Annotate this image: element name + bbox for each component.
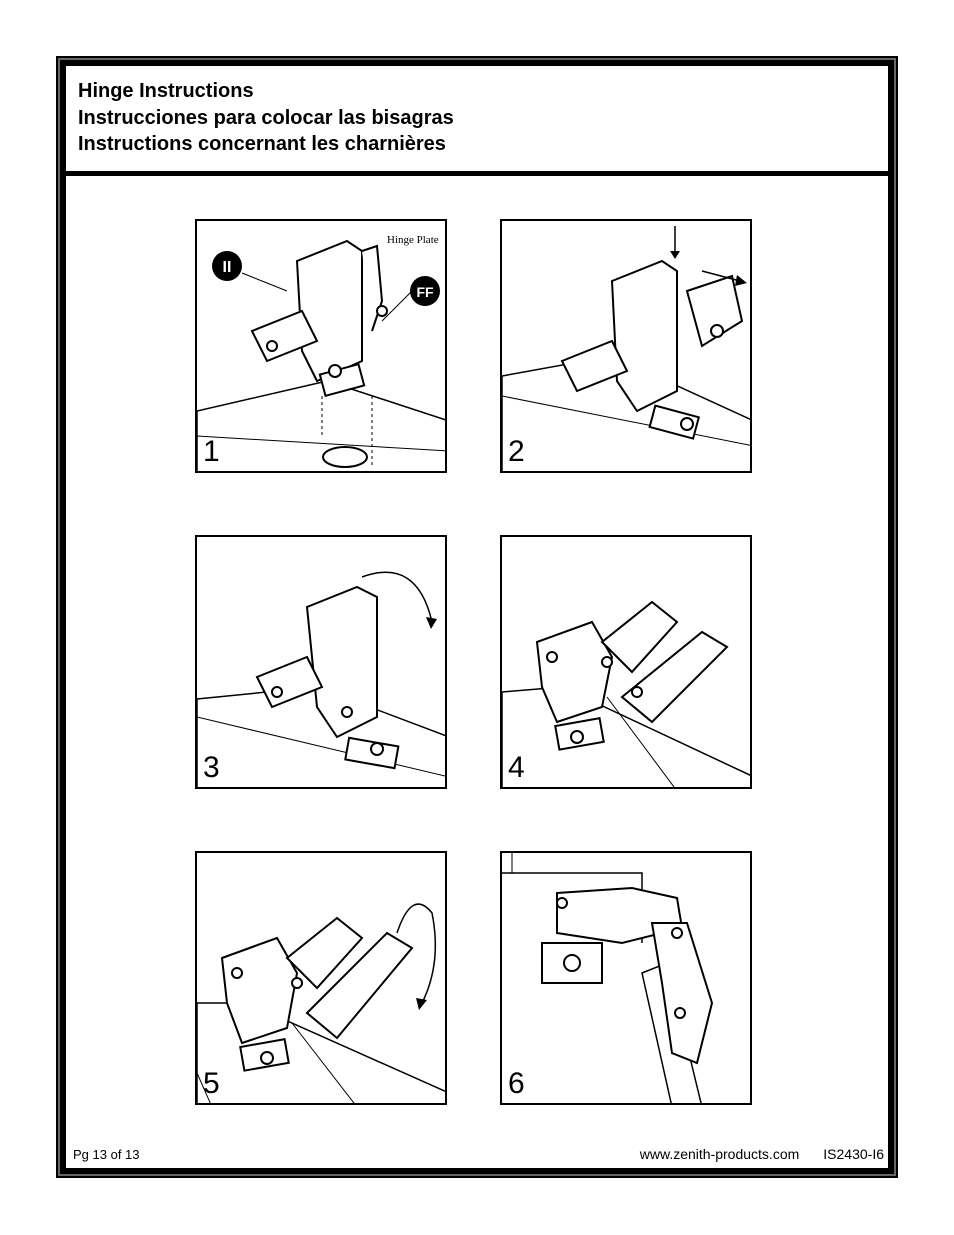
- page-frame: Hinge Instructions Instrucciones para co…: [56, 56, 898, 1178]
- step-5-panel: 5: [195, 851, 447, 1105]
- title-block: Hinge Instructions Instrucciones para co…: [78, 78, 454, 158]
- step-6-illustration: [502, 853, 714, 1103]
- step-5-illustration: [197, 903, 445, 1103]
- document-code: IS2430-I6: [823, 1146, 884, 1162]
- step-4-number: 4: [508, 751, 525, 784]
- step-2-illustration: [502, 226, 750, 471]
- step-5-number: 5: [203, 1067, 220, 1100]
- step-3-illustration: [197, 571, 445, 787]
- step-1-number: 1: [203, 435, 220, 468]
- step-6-panel: 6: [500, 851, 752, 1105]
- title-spanish: Instrucciones para colocar las bisagras: [78, 106, 454, 129]
- step-2-number: 2: [508, 435, 525, 468]
- hinge-plate-callout: Hinge Plate: [387, 234, 439, 246]
- step-1-panel: II FF Hinge Plate 1: [195, 219, 447, 473]
- step-4-panel: 4: [500, 535, 752, 789]
- step-3-number: 3: [203, 751, 220, 784]
- step-3-panel: 3: [195, 535, 447, 789]
- badge-ii: II: [223, 259, 232, 276]
- page-number: Pg 13 of 13: [73, 1147, 140, 1162]
- title-english: Hinge Instructions: [78, 80, 254, 102]
- step-4-illustration: [502, 600, 750, 787]
- step-1-illustration: II FF Hinge Plate: [197, 234, 445, 471]
- page-content: Hinge Instructions Instrucciones para co…: [66, 66, 888, 1168]
- title-french: Instructions concernant les charnières: [78, 133, 446, 155]
- title-rule: [66, 171, 888, 176]
- step-6-number: 6: [508, 1067, 525, 1100]
- badge-ff: FF: [416, 284, 434, 300]
- footer-right: www.zenith-products.com IS2430-I6: [640, 1146, 884, 1162]
- step-2-panel: 2: [500, 219, 752, 473]
- website-link[interactable]: www.zenith-products.com: [639, 1146, 800, 1162]
